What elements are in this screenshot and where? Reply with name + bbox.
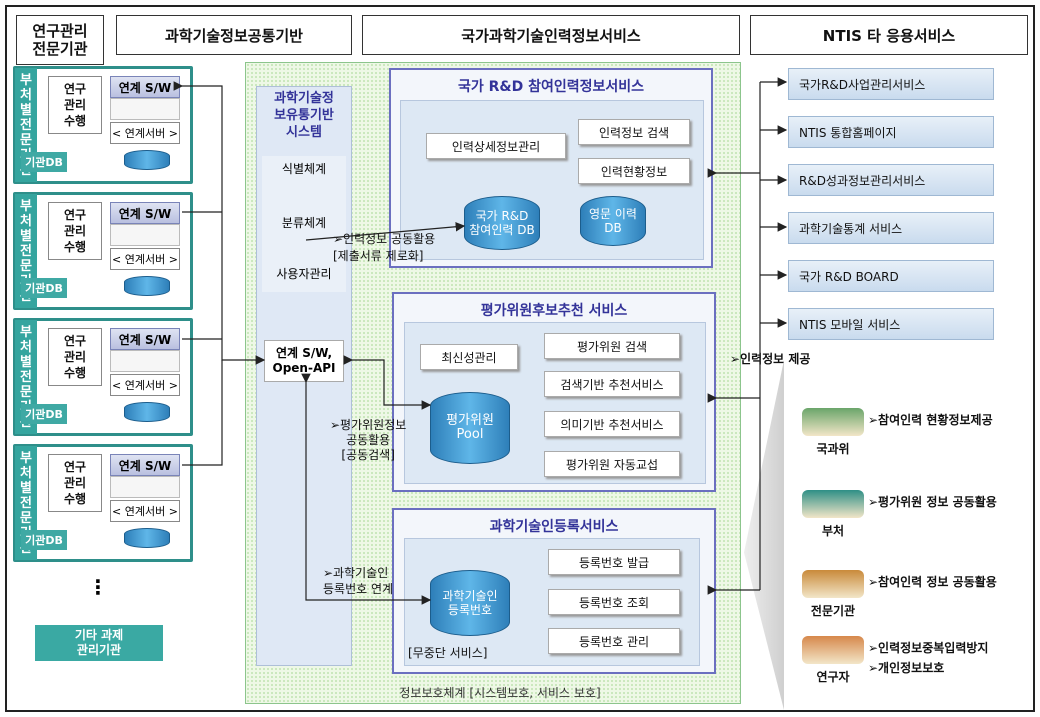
side-label-char: 처	[20, 213, 32, 229]
security-footer: 정보보호체계 [시스템보호, 서비스 보호]	[399, 686, 601, 700]
ntis-service-item: 과학기술통계 서비스	[788, 212, 994, 244]
side-label-char: 부	[20, 72, 32, 88]
ntis-service-item: NTIS 통합홈페이지	[788, 116, 994, 148]
side-label-char: 별	[20, 102, 32, 118]
infra-item-id: 식별체계	[281, 162, 327, 176]
user-picture	[802, 636, 864, 664]
outer-frame	[5, 5, 1035, 712]
func-reg-issue: 등록번호 발급	[548, 549, 680, 575]
func-freshness: 최신성관리	[420, 344, 518, 370]
link-server: < 연계서버 >	[110, 248, 180, 270]
user-description: ➢인력정보중복입력방지 ➢개인정보보호	[868, 641, 989, 675]
hr-panel-title: 국가 R&D 참여인력정보서비스	[457, 79, 645, 95]
user-name: 전문기관	[810, 604, 856, 618]
header-infra: 과학기술정보공통기반	[116, 15, 352, 55]
link-sw-box: 연계 S/W	[110, 202, 180, 224]
institution-mgmt: 연구 관리 수행	[48, 454, 102, 512]
institution-db-label: 기관DB	[21, 530, 67, 550]
server-db-cylinder	[124, 150, 170, 170]
side-label-char: 처	[20, 339, 32, 355]
institution-mgmt: 연구 관리 수행	[48, 76, 102, 134]
link-server: < 연계서버 >	[110, 374, 180, 396]
func-eval-search: 평가위원 검색	[544, 333, 680, 359]
side-label-char: 부	[20, 324, 32, 340]
header-ntis-apps: NTIS 타 응용서비스	[750, 15, 1028, 55]
note-hr-provide: ➢인력정보 제공	[730, 352, 811, 366]
func-reg-lookup: 등록번호 조회	[548, 589, 680, 615]
db-evaluator-pool: 평가위원 Pool	[430, 392, 510, 464]
user-description: ➢참여인력 정보 공동활용	[868, 575, 997, 589]
side-label-char: 문	[20, 384, 32, 400]
user-description: ➢참여인력 현황정보제공	[868, 413, 993, 427]
func-hr-detail: 인력상세정보관리	[426, 133, 566, 159]
infra-item-class: 분류체계	[281, 216, 327, 230]
func-auto-negotiate: 평가위원 자동교섭	[544, 451, 680, 477]
institution-db-label: 기관DB	[21, 404, 67, 424]
side-label-char: 별	[20, 354, 32, 370]
other-agency-box: 기타 과제 관리기관	[35, 625, 163, 661]
header-hr-service: 국가과학기술인력정보서비스	[362, 15, 740, 55]
ntis-service-item: 국가R&D사업관리서비스	[788, 68, 994, 100]
db-english-resume: 영문 이력 DB	[580, 196, 646, 246]
side-label-char: 처	[20, 465, 32, 481]
side-label-char: 별	[20, 228, 32, 244]
link-server: < 연계서버 >	[110, 122, 180, 144]
infra-items-bg	[262, 156, 346, 292]
func-semantic-recommend: 의미기반 추천서비스	[544, 411, 680, 437]
side-label-char: 부	[20, 198, 32, 214]
server-db-cylinder	[124, 276, 170, 296]
func-hr-search: 인력정보 검색	[578, 119, 690, 145]
institution-db-label: 기관DB	[21, 152, 67, 172]
eval-panel-title: 평가위원후보추천 서비스	[480, 303, 628, 319]
db-hr-participants: 국가 R&D 참여인력 DB	[464, 196, 540, 250]
link-sw-box: 연계 S/W	[110, 454, 180, 476]
ntis-service-item: 국가 R&D BOARD	[788, 260, 994, 292]
func-search-recommend: 검색기반 추천서비스	[544, 371, 680, 397]
user-description: ➢평가위원 정보 공동활용	[868, 495, 997, 509]
db-scientist-reg: 과학기술인 등록번호	[430, 570, 510, 636]
ntis-service-item: R&D성과정보관리서비스	[788, 164, 994, 196]
user-picture	[802, 408, 864, 436]
side-label-char: 부	[20, 450, 32, 466]
institution-mgmt: 연구 관리 수행	[48, 328, 102, 386]
reg-note: [무중단 서비스]	[408, 646, 488, 660]
side-label-char: 문	[20, 510, 32, 526]
ntis-service-item: NTIS 모바일 서비스	[788, 308, 994, 340]
side-label-char: 전	[20, 117, 32, 133]
func-hr-status: 인력현황정보	[578, 158, 690, 184]
server-db-cylinder	[124, 402, 170, 422]
side-label-char: 별	[20, 480, 32, 496]
infra-system-title: 과학기술정 보유통기반 시스템	[274, 91, 334, 140]
infra-item-user: 사용자관리	[276, 267, 332, 281]
reg-panel-title: 과학기술인등록서비스	[489, 519, 619, 535]
side-label-char: 처	[20, 87, 32, 103]
note-hr-share: ➢인력정보 공동활용 [제출서류 제로화]	[333, 232, 436, 263]
more-institutions-ellipsis: ⋮	[88, 575, 108, 599]
side-label-char: 문	[20, 258, 32, 274]
side-label-char: 전	[20, 495, 32, 511]
user-name: 연구자	[816, 670, 850, 684]
institution-db-label: 기관DB	[21, 278, 67, 298]
server-db-cylinder	[124, 528, 170, 548]
side-label-char: 문	[20, 132, 32, 148]
side-label-char: 전	[20, 369, 32, 385]
institution-mgmt: 연구 관리 수행	[48, 202, 102, 260]
func-reg-manage: 등록번호 관리	[548, 628, 680, 654]
user-picture	[802, 570, 864, 598]
link-server: < 연계서버 >	[110, 500, 180, 522]
user-name: 부처	[821, 524, 845, 538]
side-label-char: 전	[20, 243, 32, 259]
link-sw-sub	[110, 476, 180, 498]
user-picture	[802, 490, 864, 518]
header-research-org: 연구관리 전문기관	[16, 15, 104, 65]
user-name: 국과위	[816, 442, 850, 456]
